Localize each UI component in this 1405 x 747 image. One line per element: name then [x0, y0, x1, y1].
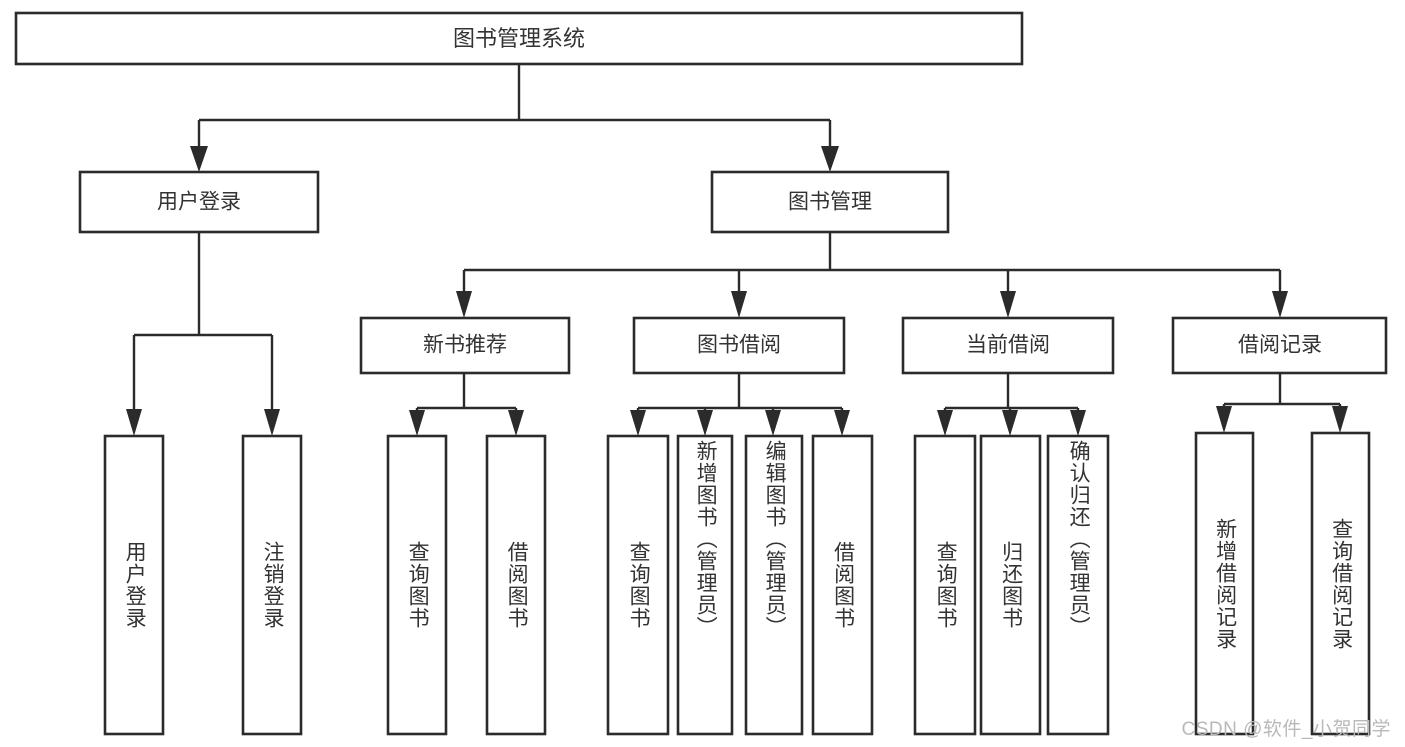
node-leaf-add-book-box[interactable] [676, 434, 734, 736]
node-book-manage-label: 图书管理 [788, 191, 872, 214]
arrowhead-user-login [190, 146, 208, 172]
node-root-box[interactable] [14, 11, 1024, 66]
node-book-borrow[interactable]: 图书借阅 [632, 316, 846, 375]
node-book-borrow-label: 图书借阅 [697, 334, 781, 357]
node-leaf-borrow-book-1-box[interactable] [485, 434, 547, 736]
node-leaf-confirm-return-box[interactable] [1046, 434, 1110, 736]
node-borrow-record-label: 借阅记录 [1238, 334, 1322, 357]
node-new-book-rec[interactable]: 新书推荐 [359, 316, 571, 375]
node-book-manage[interactable]: 图书管理 [710, 170, 950, 234]
node-new-book-rec-label: 新书推荐 [423, 334, 507, 357]
node-leaf-query-record-box[interactable] [1310, 431, 1371, 736]
node-leaf-add-record-box[interactable] [1194, 431, 1255, 736]
connector-group-user-login [126, 232, 280, 436]
node-current-borrow-box[interactable] [901, 316, 1115, 375]
node-book-borrow-box[interactable] [632, 316, 846, 375]
node-book-manage-box[interactable] [710, 170, 950, 234]
node-user-login-label: 用户登录 [157, 191, 241, 214]
arrowhead-leaf-user-login [126, 409, 142, 436]
csdn-watermark: CSDN @软件_小贺同学 [1181, 719, 1391, 740]
node-user-login-box[interactable] [78, 170, 320, 234]
connector-group-current-borrow [937, 373, 1086, 436]
arrowhead-book-manage [821, 146, 839, 172]
node-leaf-edit-book-box[interactable] [744, 434, 804, 736]
arrowhead-leaf-return-book [1002, 410, 1018, 436]
connector-group-book-borrow [630, 373, 850, 436]
arrowhead-leaf-edit-book [765, 410, 781, 436]
arrowhead-new-book-rec [456, 291, 472, 318]
arrowhead-leaf-query-book-1 [409, 410, 425, 436]
node-new-book-rec-box[interactable] [359, 316, 571, 375]
node-current-borrow[interactable]: 当前借阅 [901, 316, 1115, 375]
connector-group-borrow-record [1216, 373, 1348, 433]
node-leaf-query-book-3-box[interactable] [913, 434, 977, 736]
node-root[interactable]: 图书管理系统 [14, 11, 1024, 66]
arrowhead-leaf-logout [264, 409, 280, 436]
connector-group-new-book-rec [409, 373, 524, 436]
node-leaf-return-book-box[interactable] [979, 434, 1042, 736]
arrowhead-leaf-borrow-book-2 [834, 410, 850, 436]
node-root-label: 图书管理系统 [453, 26, 585, 51]
node-leaf-logout-box[interactable] [241, 434, 303, 736]
arrowhead-leaf-confirm-return [1070, 410, 1086, 436]
arrowhead-leaf-query-book-3 [937, 410, 953, 436]
arrowhead-current-borrow [1000, 291, 1016, 318]
arrowhead-leaf-add-book [697, 410, 713, 436]
arrowhead-leaf-query-book-2 [630, 410, 646, 436]
arrowhead-borrow-record [1272, 291, 1288, 318]
arrowhead-leaf-add-record [1216, 406, 1232, 433]
connector-group-book-manage [456, 232, 1288, 318]
node-leaf-query-book-2-box[interactable] [606, 434, 670, 736]
node-current-borrow-label: 当前借阅 [966, 334, 1050, 357]
node-borrow-record[interactable]: 借阅记录 [1171, 316, 1388, 375]
arrowhead-leaf-borrow-book-1 [508, 410, 524, 436]
node-leaf-borrow-book-2-box[interactable] [811, 434, 874, 736]
node-leaf-query-book-1-box[interactable] [386, 434, 448, 736]
arrowhead-book-borrow [731, 291, 747, 318]
node-leaf-user-login-box[interactable] [103, 434, 165, 736]
arrowhead-leaf-query-record [1332, 406, 1348, 433]
node-user-login[interactable]: 用户登录 [78, 170, 320, 234]
node-borrow-record-box[interactable] [1171, 316, 1388, 375]
connector-group-root [190, 64, 839, 172]
